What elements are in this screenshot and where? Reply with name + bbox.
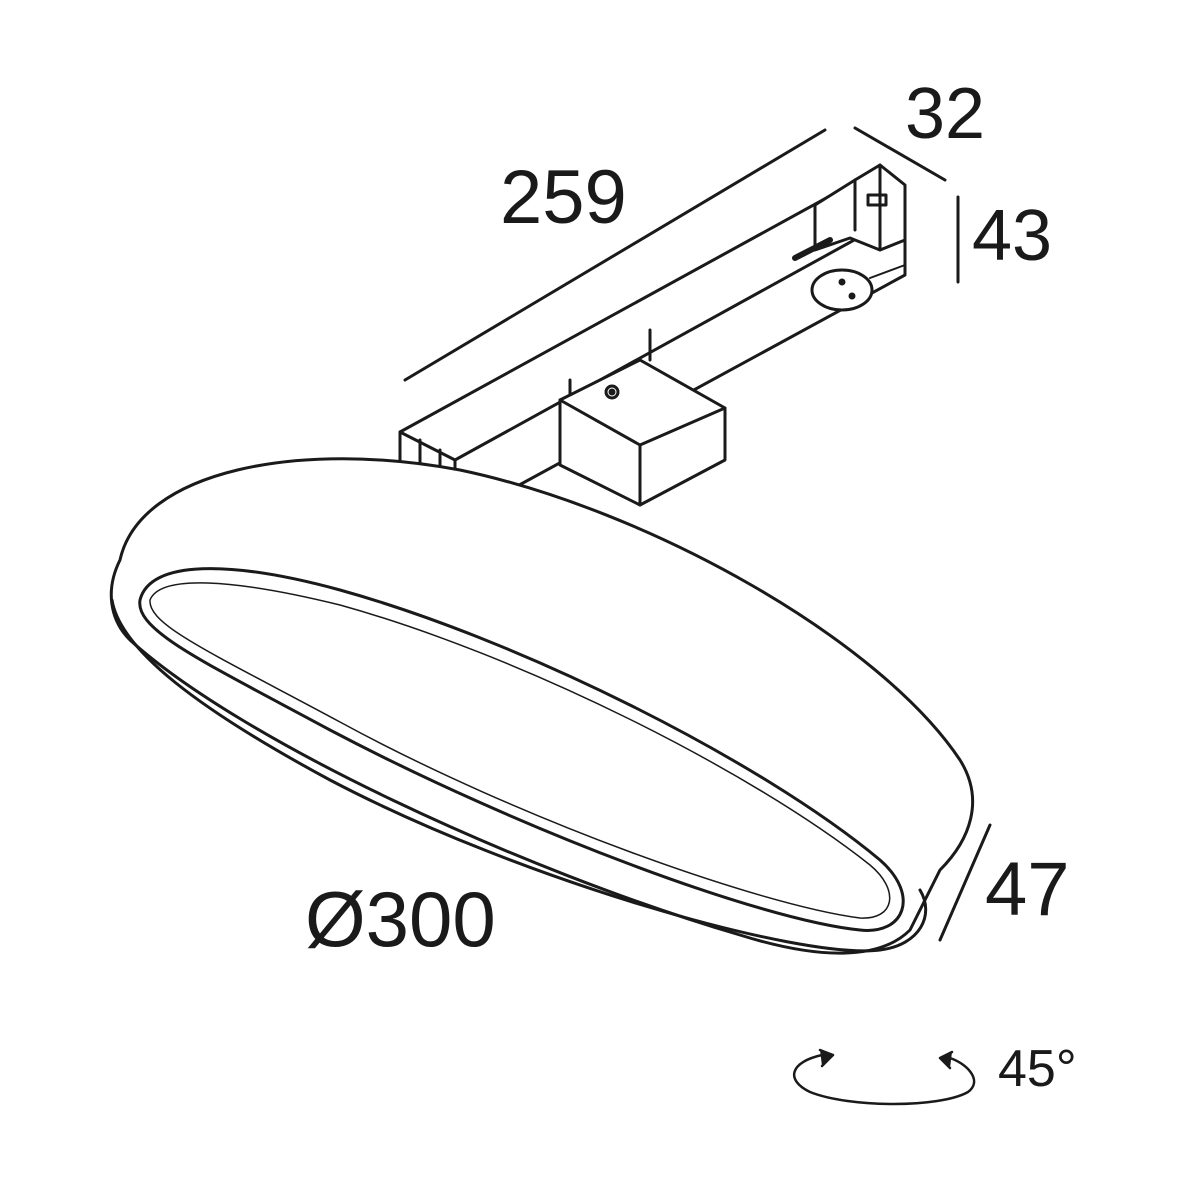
rotation-angle-label: 45° xyxy=(998,1040,1077,1098)
dimension-line-259 xyxy=(403,128,827,382)
dimension-label-width: 32 xyxy=(905,74,986,154)
dimension-line-47 xyxy=(938,823,992,942)
dimension-line-32 xyxy=(853,126,947,182)
dimension-label-adapter-height: 43 xyxy=(972,196,1053,276)
rotation-icon xyxy=(792,1048,976,1106)
disc-luminaire xyxy=(109,457,975,955)
dimension-label-length: 259 xyxy=(500,155,627,240)
track-adapter xyxy=(398,163,907,522)
dimension-label-diameter: Ø300 xyxy=(305,875,496,963)
dimension-label-disc-height: 47 xyxy=(985,847,1070,932)
